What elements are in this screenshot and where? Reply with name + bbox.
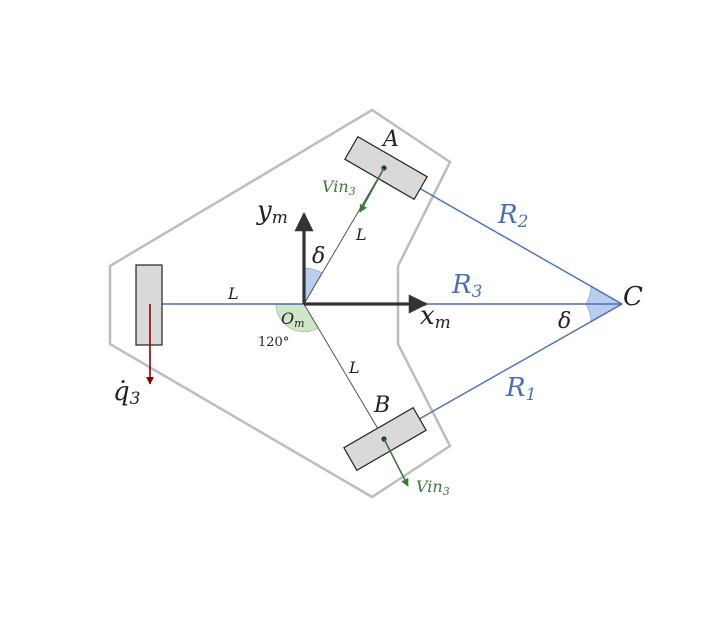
- vin-label-top: Vin3: [322, 177, 356, 198]
- q3-label: q̇3: [113, 377, 140, 409]
- arm-line-lower: [303, 303, 385, 440]
- vin-arrow-top: [359, 167, 385, 213]
- angle-120-arc: [275, 303, 319, 333]
- r1-line: [383, 303, 623, 440]
- length-label-lower: L: [348, 358, 360, 377]
- delta-label-origin: δ: [312, 244, 325, 269]
- r2-line: [383, 167, 623, 305]
- x-axis-label: xm: [420, 301, 451, 333]
- r1-label: R1: [505, 373, 536, 405]
- robot-frame: [108, 108, 452, 499]
- delta-label-c: δ: [558, 309, 571, 334]
- wheel-left: [135, 264, 163, 346]
- r3-label: R3: [451, 270, 482, 302]
- vin-arrow-bottom: [383, 438, 409, 487]
- length-label-left: L: [227, 284, 239, 303]
- r2-label: R2: [497, 200, 528, 232]
- point-c-label: C: [623, 282, 643, 312]
- arm-line-upper: [303, 167, 385, 305]
- vin-label-bottom: Vin3: [416, 477, 450, 498]
- angle-120-label: 120°: [258, 335, 289, 350]
- origin-label: Om: [281, 309, 305, 330]
- y-axis-label: ym: [256, 196, 288, 228]
- length-label-upper: L: [355, 225, 367, 244]
- point-b-label: B: [373, 393, 390, 418]
- point-a-label: A: [381, 127, 399, 152]
